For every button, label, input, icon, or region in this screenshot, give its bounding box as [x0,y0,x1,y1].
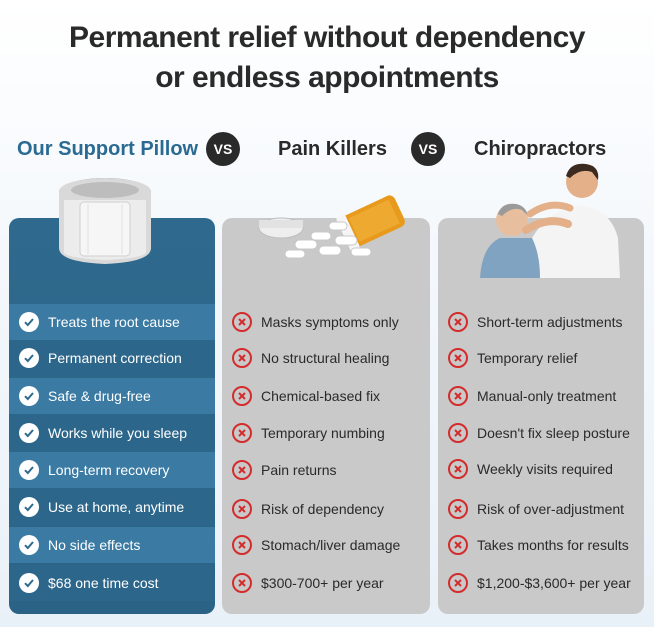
headline-line-1: Permanent relief without dependency [69,21,585,54]
list-item: Doesn't fix sleep posture [438,415,644,451]
list-item-text: Masks symptoms only [261,314,399,330]
check-icon [19,423,39,443]
list-item: Temporary relief [438,340,644,376]
list-item: $68 one time cost [9,565,215,601]
list-item: $1,200-$3,600+ per year [438,565,644,601]
cross-icon [448,348,468,368]
cross-icon [448,499,468,519]
cross-icon [448,423,468,443]
list-item-text: Short-term adjustments [477,314,623,330]
list-item: Masks symptoms only [222,304,430,340]
headline-line-2: or endless appointments [155,61,499,94]
cross-icon [232,386,252,406]
list-item-text: $1,200-$3,600+ per year [477,575,631,591]
list-item: Long-term recovery [9,452,215,488]
panel-pain-killers: Masks symptoms only No structural healin… [222,218,430,614]
list-item-text: Stomach/liver damage [261,537,401,553]
list-item: Treats the root cause [9,304,215,340]
list-item: Takes months for results [438,527,644,563]
list-item-text: Safe & drug-free [48,388,151,404]
list-item-text: No structural healing [261,350,390,366]
vs-badge: VS [206,132,240,166]
cross-icon [232,460,252,480]
cross-icon [448,573,468,593]
list-item: Manual-only treatment [438,378,644,414]
support-pillow-image [59,178,151,264]
list-item-text: Doesn't fix sleep posture [477,425,630,441]
cross-icon [232,423,252,443]
list-item-text: Weekly visits required [477,461,613,477]
list-item: $300-700+ per year [222,565,430,601]
check-icon [19,497,39,517]
list-item: No side effects [9,527,215,563]
column-title-pain-killers: Pain Killers [278,138,387,160]
check-icon [19,460,39,480]
cross-icon [232,535,252,555]
list-item-text: $68 one time cost [48,575,159,591]
list-item: Pain returns [222,452,430,488]
list-item: Works while you sleep [9,415,215,451]
cross-icon [448,459,468,479]
list-item-text: Works while you sleep [48,425,188,441]
list-item-text: Risk of dependency [261,501,384,517]
list-item: Weekly visits required [438,451,644,487]
list-item: Short-term adjustments [438,304,644,340]
list-item: Use at home, anytime [9,489,215,525]
cross-icon [232,499,252,519]
check-icon [19,386,39,406]
list-item-text: Treats the root cause [48,314,180,330]
list-item-text: Temporary numbing [261,425,385,441]
check-icon [19,573,39,593]
panel-support-pillow: Treats the root cause Permanent correcti… [9,218,215,614]
panel-chiropractors: Short-term adjustments Temporary relief … [438,218,644,614]
column-title-chiropractors: Chiropractors [474,138,607,160]
check-icon [19,348,39,368]
list-item: Risk of dependency [222,491,430,527]
cross-icon [448,312,468,332]
chiropractor-image [480,163,620,278]
list-item-text: Pain returns [261,462,337,478]
cross-icon [232,573,252,593]
vs-badge: VS [411,132,445,166]
list-item-text: Use at home, anytime [48,499,185,515]
list-item-text: Long-term recovery [48,462,170,478]
cross-icon [232,348,252,368]
pain-killers-image [258,195,405,259]
list-item-text: No side effects [48,537,141,553]
list-item: Temporary numbing [222,415,430,451]
list-item: Stomach/liver damage [222,527,430,563]
cross-icon [448,386,468,406]
list-item-text: Risk of over-adjustment [477,501,625,517]
list-item-text: Temporary relief [477,350,578,366]
cross-icon [448,535,468,555]
check-icon [19,535,39,555]
list-item: No structural healing [222,340,430,376]
check-icon [19,312,39,332]
cross-icon [232,312,252,332]
column-title-support-pillow: Our Support Pillow [17,138,199,160]
list-item-text: Chemical-based fix [261,388,381,404]
list-item-text: $300-700+ per year [261,575,384,591]
list-item: Safe & drug-free [9,378,215,414]
list-item: Risk of over-adjustment [438,491,644,527]
list-item-text: Permanent correction [48,350,182,366]
headline: Permanent relief without dependency or e… [0,18,654,98]
list-item: Chemical-based fix [222,378,430,414]
list-item: Permanent correction [9,340,215,376]
list-item-text: Takes months for results [477,537,629,553]
list-item-text: Manual-only treatment [477,388,617,404]
